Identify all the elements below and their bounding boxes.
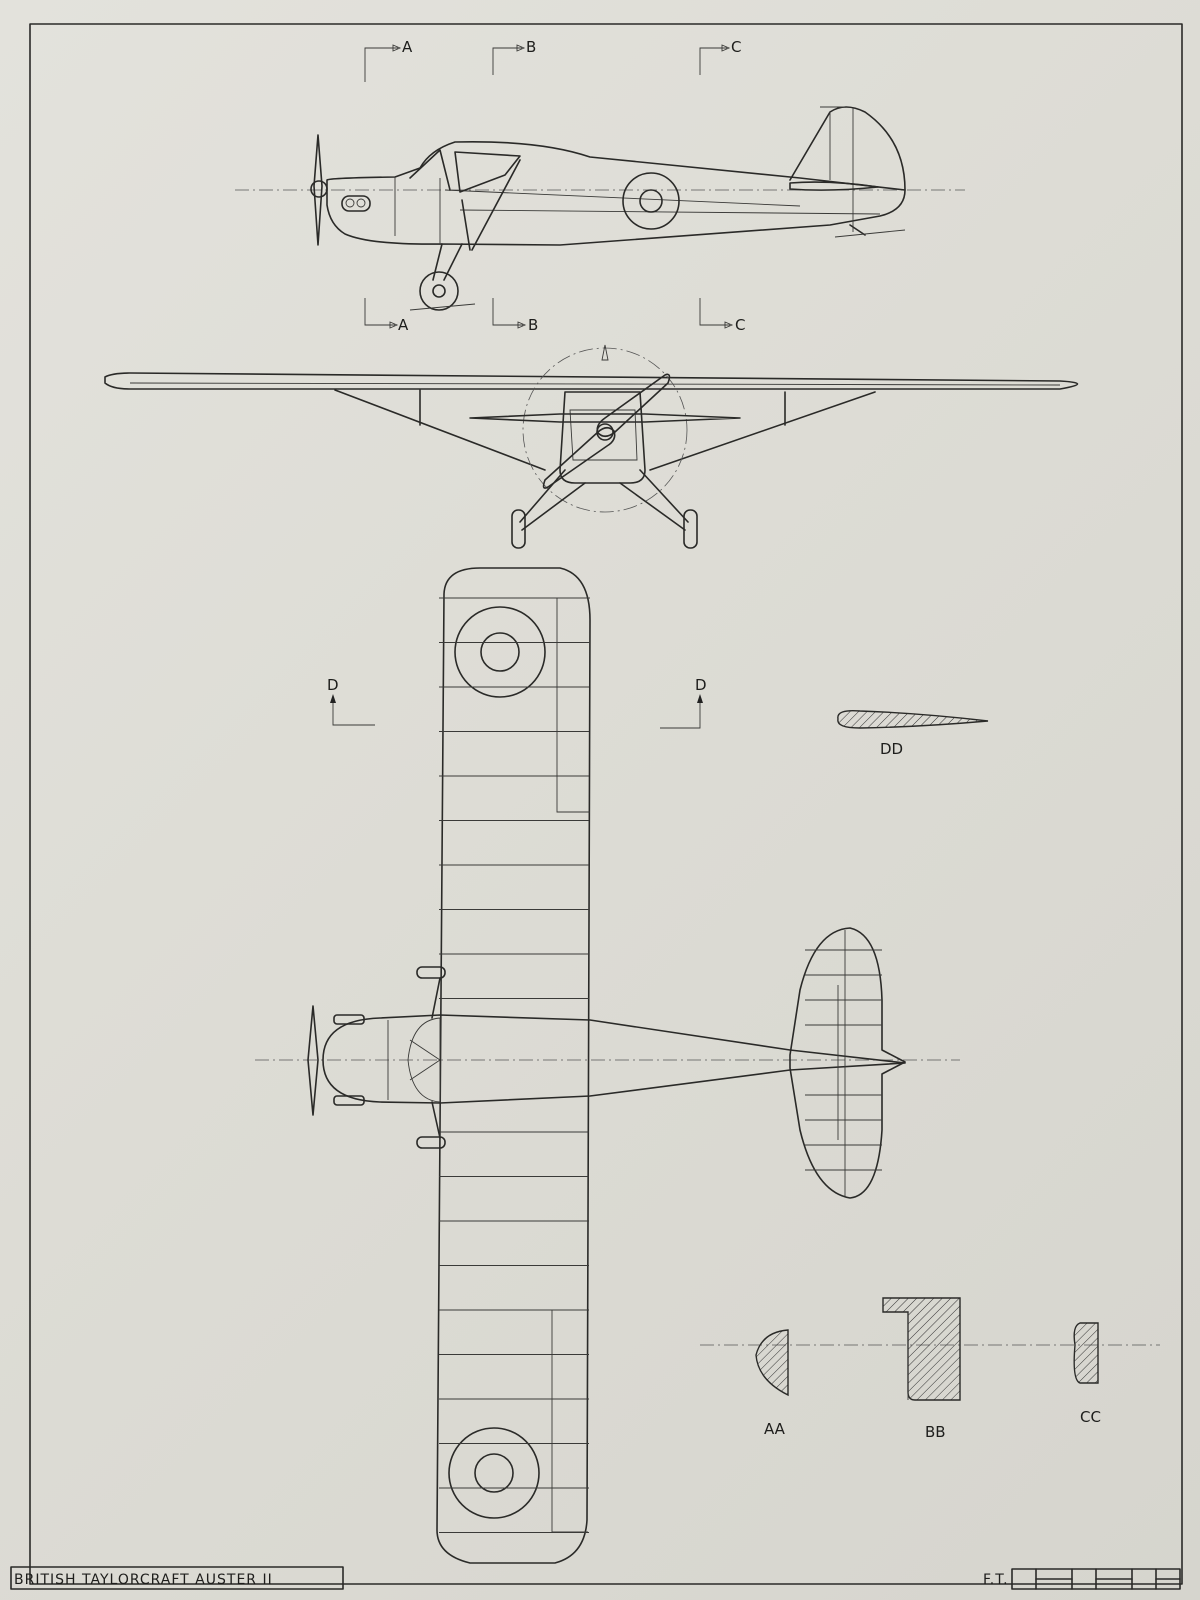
side-view (235, 106, 965, 311)
plan-view (255, 567, 960, 1564)
tailplane-ribs (805, 949, 882, 1171)
section-mark-a-bottom: A (398, 316, 409, 334)
section-dd: DD (837, 709, 989, 758)
drawing-title: BRITISH TAYLORCRAFT AUSTER II (14, 1572, 273, 1588)
section-mark-b-bottom: B (528, 316, 538, 334)
border-frame (29, 23, 1183, 1585)
section-mark-a-top: A (402, 38, 413, 56)
section-cc-label: CC (1080, 1408, 1101, 1426)
section-marks-top: A B C (364, 38, 741, 82)
section-aa-label: AA (764, 1420, 786, 1438)
section-bb-label: BB (925, 1423, 946, 1441)
draftsman-initials: F.T. (983, 1572, 1009, 1588)
section-mark-c-bottom: C (735, 316, 745, 334)
sections-aa-bb-cc: AA BB CC (700, 1297, 1160, 1441)
section-mark-d-left: D (327, 676, 339, 694)
title-block: BRITISH TAYLORCRAFT AUSTER II F.T. (10, 1566, 1181, 1590)
section-mark-b-top: B (526, 38, 536, 56)
front-view (104, 344, 1079, 549)
section-dd-label: DD (880, 740, 903, 758)
section-marks-d: D D (327, 676, 707, 729)
scale-bar (1011, 1568, 1181, 1590)
section-mark-d-right: D (695, 676, 707, 694)
section-marks-bottom: A B C (364, 298, 745, 334)
section-mark-c-top: C (731, 38, 741, 56)
wing-ribs (439, 597, 589, 1533)
